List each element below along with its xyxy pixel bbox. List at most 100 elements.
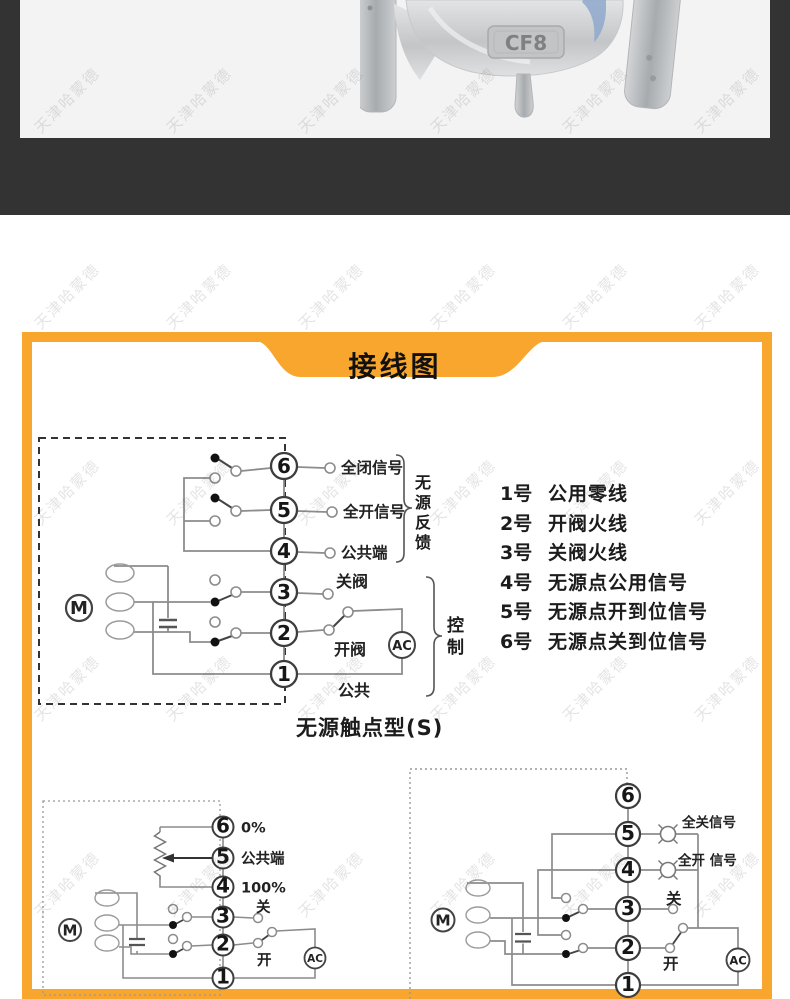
note-num: 6号 [500, 630, 533, 653]
svg-text:M: M [70, 598, 88, 619]
ac-source-symbol: AC [388, 631, 416, 659]
label-open-valve: 开阀 [334, 640, 366, 659]
terminal-number: 3 [621, 896, 635, 920]
note-num: 4号 [500, 571, 533, 594]
note-desc: 无源点关到位信号 [548, 630, 709, 653]
ac-source-symbol: AC [725, 947, 751, 973]
label-full-close-signal: 全闭信号 [340, 458, 403, 477]
note-desc: 无源点公用信号 [548, 571, 689, 594]
wiper-arrow-head [162, 853, 174, 863]
brace-control [425, 576, 443, 697]
diagram-potentiometer: 6 5 4 3 2 1 M AC 0% 公共端 100% 关 开 [42, 800, 327, 996]
capacitor [159, 618, 177, 629]
terminal-number: 1 [621, 972, 635, 996]
list-item: 3号关阀火线 [500, 537, 708, 567]
terminal-number: 6 [216, 814, 230, 838]
terminal-circles: 6 5 4 3 2 1 [211, 814, 235, 990]
terminal-number: 1 [216, 965, 230, 989]
label-close: 关 [666, 889, 682, 908]
open-contacts [167, 903, 278, 952]
motor-coils [465, 879, 491, 949]
product-photo-area: CF8 [20, 0, 770, 138]
terminal-circles: 6 5 4 3 2 1 [614, 782, 642, 999]
note-desc: 公用零线 [548, 483, 629, 506]
wiring-section-box [22, 332, 772, 999]
brace-label-passive-feedback: 无源反馈 [412, 474, 431, 554]
diagram-caption: 无源触点型(S) [296, 716, 444, 740]
open-contacts [209, 462, 354, 639]
valve-photo: CF8 [360, 0, 684, 118]
motor-symbol: M [58, 918, 82, 942]
wires [114, 466, 403, 675]
terminal-number: 2 [277, 621, 291, 645]
wires [467, 796, 739, 986]
motor-symbol: M [430, 907, 456, 933]
label-full-open-signal: 全开信号 [342, 502, 405, 521]
label-common-terminal: 公共端 [241, 850, 285, 868]
valve-blue-tag [582, 0, 606, 42]
note-num: 2号 [500, 512, 533, 535]
note-desc: 无源点开到位信号 [548, 601, 709, 624]
valve-right-flange [624, 0, 684, 110]
dark-divider-band [0, 138, 790, 215]
motor-symbol: M [64, 593, 94, 623]
terminal-number: 2 [216, 932, 230, 956]
svg-text:AC: AC [729, 954, 746, 968]
dashed-enclosure [38, 437, 286, 705]
section-title-banner [255, 341, 547, 377]
label-full-close-signal: 全关信号 [681, 814, 736, 831]
valve-body-shine [427, 6, 531, 65]
list-item: 5号无源点开到位信号 [500, 596, 708, 626]
terminal-number: 6 [277, 454, 291, 478]
section-title: 接线图 [348, 350, 442, 383]
watermark-text: 天津哈蒙德 [294, 259, 368, 333]
terminal-number: 3 [216, 904, 230, 928]
svg-text:M: M [435, 912, 450, 930]
capacitor [129, 937, 145, 947]
note-num: 5号 [500, 601, 533, 624]
motor-coils [94, 889, 120, 952]
closed-contacts [210, 453, 220, 647]
watermark-text: 天津哈蒙德 [162, 259, 236, 333]
watermark-text: 天津哈蒙德 [426, 259, 500, 333]
terminal-notes-list: 1号公用零线 2号开阀火线 3号关阀火线 4号无源点公用信号 5号无源点开到位信… [500, 478, 708, 655]
terminal-number: 2 [621, 935, 635, 959]
dotted-enclosure [42, 800, 221, 996]
svg-text:M: M [63, 922, 78, 940]
motor-coils [105, 563, 135, 640]
list-item: 4号无源点公用信号 [500, 567, 708, 597]
valve-nameplate: CF8 [487, 25, 565, 59]
label-common-terminal: 公共端 [341, 543, 388, 562]
switch-arms [217, 458, 346, 642]
ac-source-symbol: AC [303, 946, 327, 970]
dotted-enclosure [409, 768, 628, 999]
switch-arms [569, 911, 682, 955]
note-desc: 关阀火线 [548, 542, 629, 565]
note-num: 1号 [500, 483, 533, 506]
terminal-number: 6 [621, 783, 635, 807]
brace-feedback [395, 454, 413, 563]
lamp-rays [658, 824, 678, 880]
label-full-open-signal: 全开 信号 [677, 852, 737, 869]
watermark-text: 天津哈蒙德 [30, 259, 104, 333]
open-contacts [560, 892, 689, 954]
terminal-number: 1 [277, 662, 291, 686]
terminal-number: 4 [216, 874, 230, 898]
valve-drain-stub [514, 73, 534, 118]
diagram-passive-contact: 6 5 4 3 2 1 M AC 全闭信号 全开信号 公共端 关阀 开阀 公共 [38, 437, 443, 705]
diagram-active-signal: 6 5 4 3 2 1 M AC 全关信号 全开 信号 关 开 [409, 768, 751, 999]
label-0-percent: 0% [241, 821, 266, 837]
closed-contacts [169, 921, 177, 958]
label-common: 公共 [338, 681, 370, 700]
note-desc: 开阀火线 [548, 512, 629, 535]
list-item: 6号无源点关到位信号 [500, 626, 708, 656]
valve-left-neck [394, 4, 440, 80]
valve-left-flange [360, 0, 397, 113]
terminal-number: 4 [621, 857, 635, 881]
terminal-circles: 6 5 4 3 2 1 [269, 451, 299, 689]
label-close: 关 [256, 898, 271, 916]
svg-text:AC: AC [307, 953, 323, 965]
potentiometer-resistor [152, 831, 168, 880]
terminal-number: 4 [277, 539, 291, 563]
